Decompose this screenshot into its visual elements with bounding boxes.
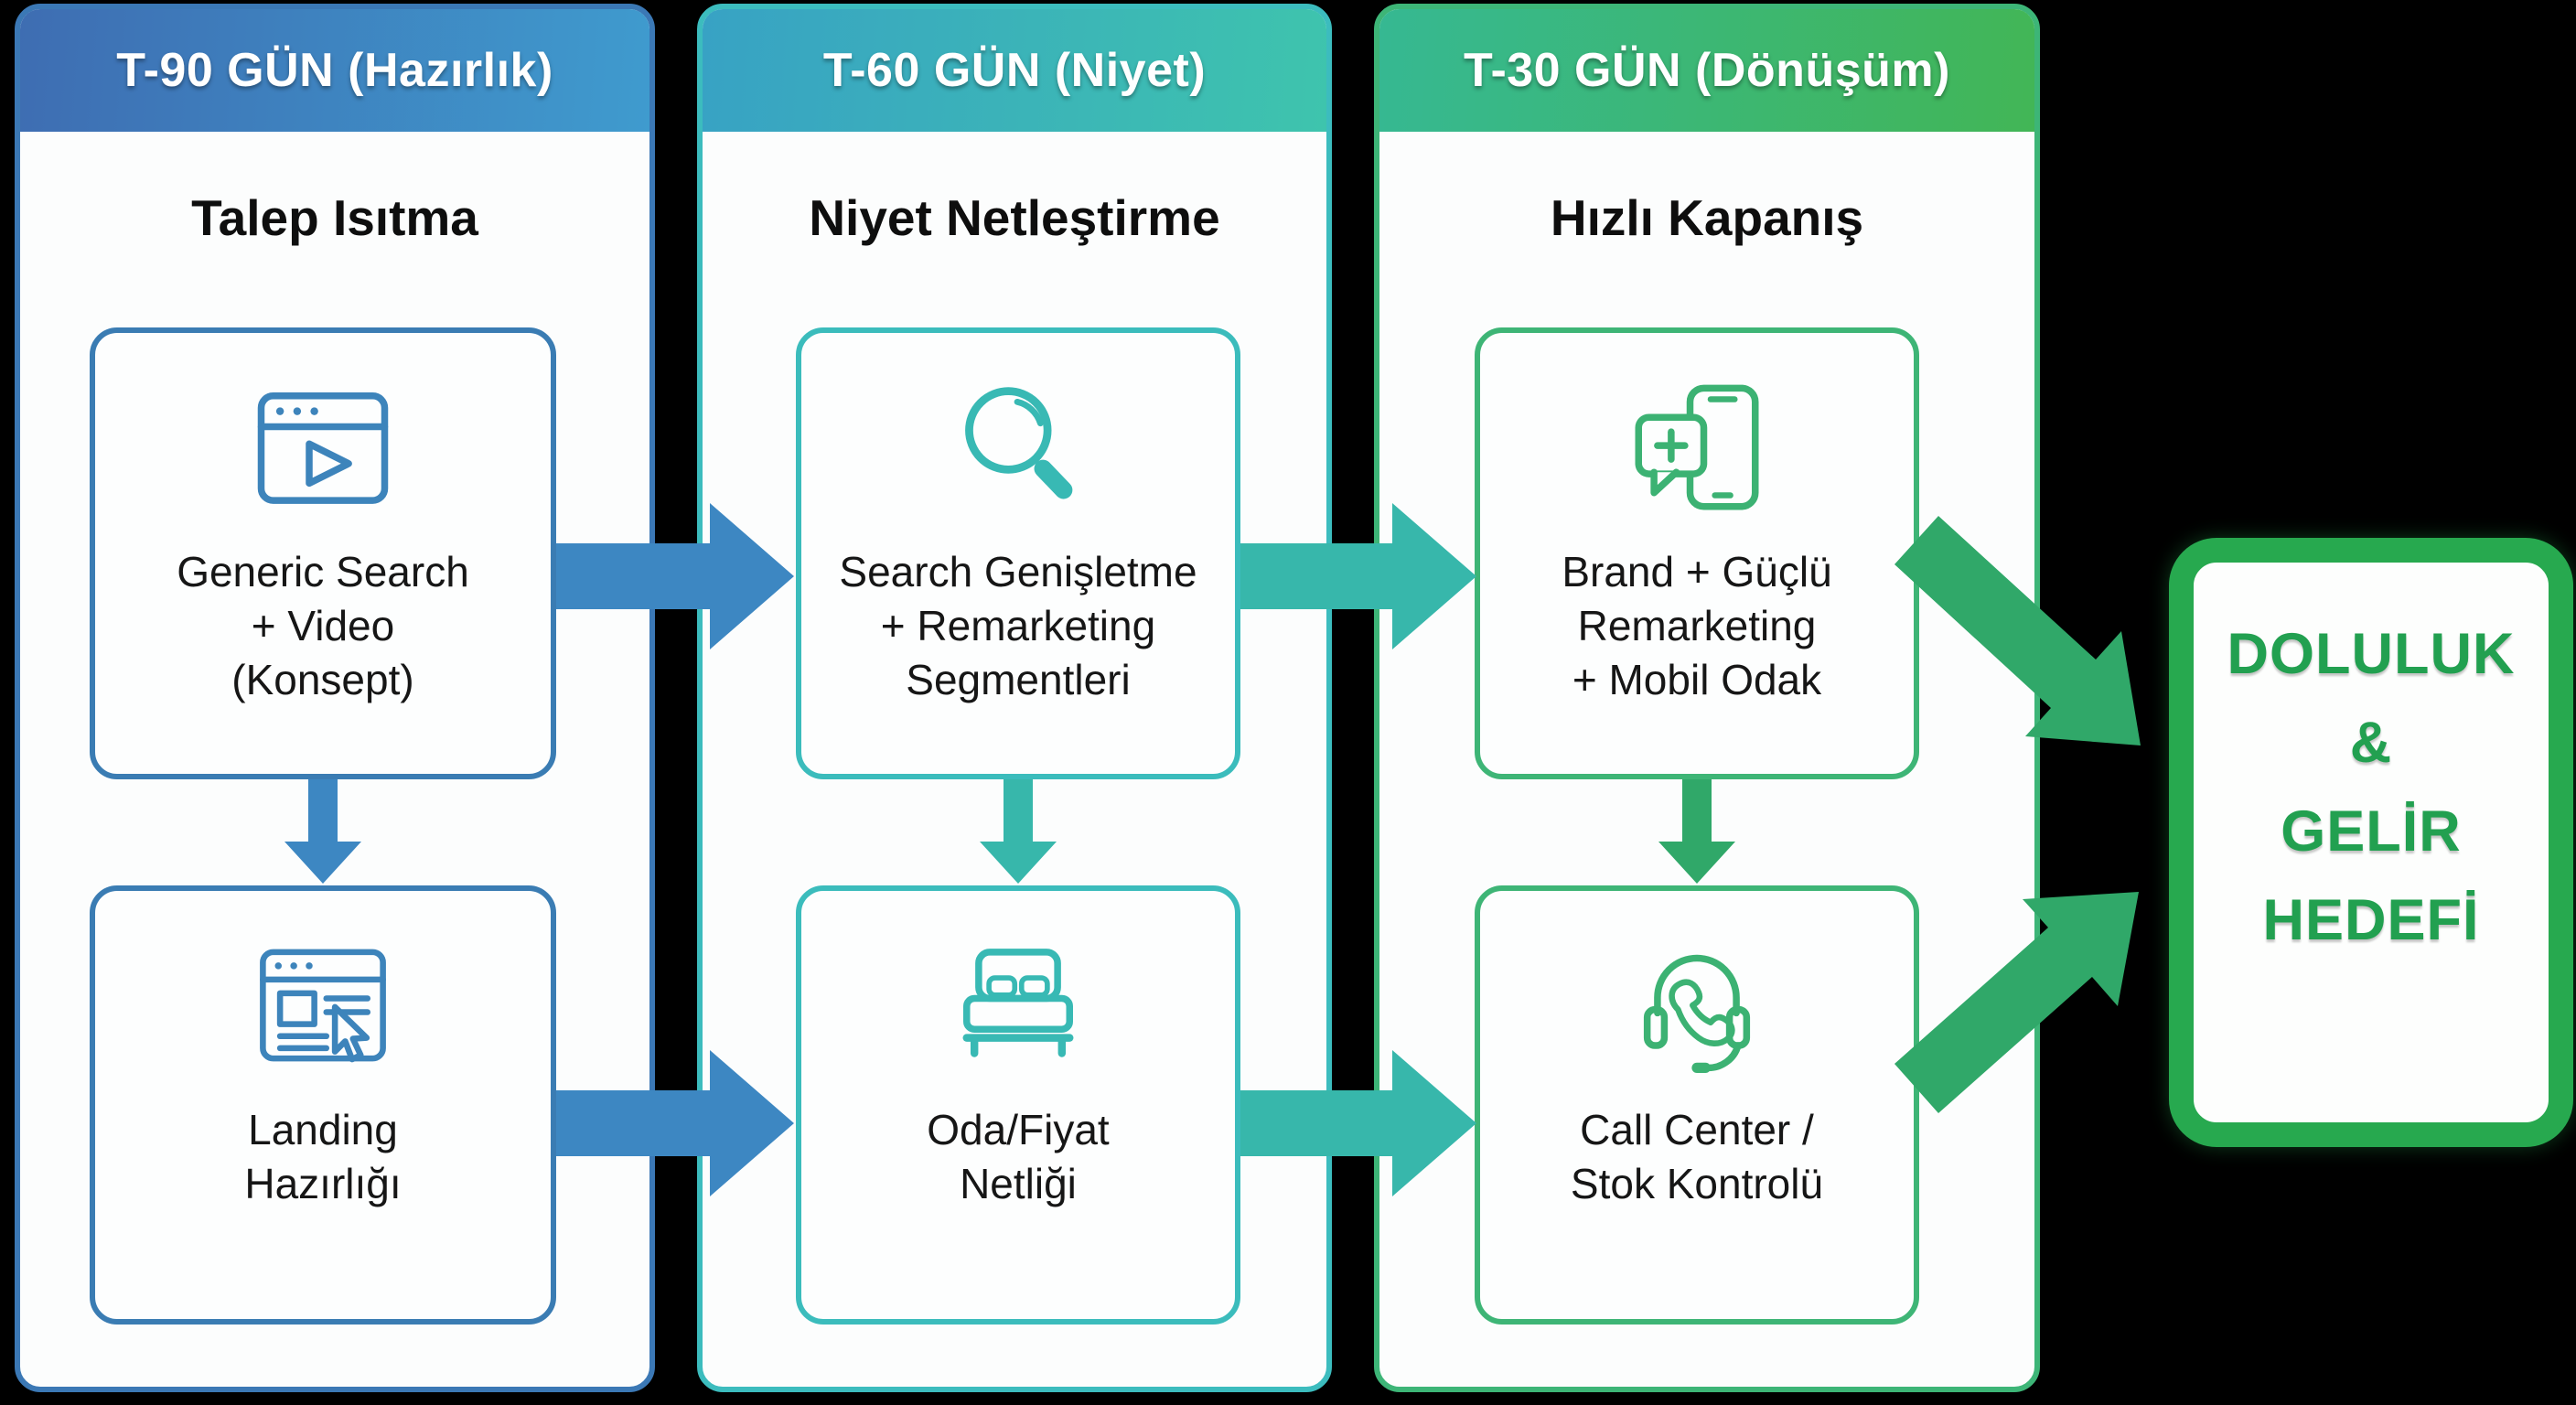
column-t90-header: T-90 GÜN (Hazırlık)	[20, 9, 649, 132]
box-generic-search-video: Generic Search + Video (Konsept)	[90, 327, 556, 779]
goal-box: DOLULUK & GELİR HEDEFİ	[2169, 538, 2573, 1147]
column-t30: T-30 GÜN (Dönüşüm) Hızlı Kapanış Brand +…	[1374, 4, 2040, 1392]
goal-line: DOLULUK	[2227, 622, 2516, 686]
bed-icon	[950, 944, 1087, 1067]
box-brand-remarketing: Brand + Güçlü Remarketing + Mobil Odak	[1475, 327, 1919, 779]
column-t60: T-60 GÜN (Niyet) Niyet Netleştirme Searc…	[697, 4, 1332, 1392]
box-label: Search Genişletme + Remarketing Segmentl…	[839, 548, 1197, 703]
column-t30-header: T-30 GÜN (Dönüşüm)	[1379, 9, 2034, 132]
landing-page-icon	[254, 944, 392, 1067]
box-oda-fiyat: Oda/Fiyat Netliği	[796, 885, 1240, 1325]
goal-line: &	[2349, 711, 2393, 775]
mobile-remarketing-icon	[1628, 384, 1766, 510]
column-t60-header-label: T-60 GÜN (Niyet)	[822, 44, 1207, 97]
video-ad-icon	[254, 386, 392, 509]
box-label: Landing Hazırlığı	[244, 1106, 402, 1207]
column-t90-subtitle: Talep Isıtma	[191, 189, 478, 246]
column-t90: T-90 GÜN (Hazırlık) Talep Isıtma Generic…	[15, 4, 655, 1392]
box-landing-hazirligi: Landing Hazırlığı	[90, 885, 556, 1325]
column-t30-header-label: T-30 GÜN (Dönüşüm)	[1464, 44, 1950, 97]
box-call-center: Call Center / Stok Kontrolü	[1475, 885, 1919, 1325]
column-t60-subtitle: Niyet Netleştirme	[809, 189, 1220, 246]
box-search-genisletme: Search Genişletme + Remarketing Segmentl…	[796, 327, 1240, 779]
column-t30-subtitle: Hızlı Kapanış	[1550, 189, 1864, 246]
call-center-icon	[1628, 944, 1766, 1073]
box-label: Generic Search + Video (Konsept)	[177, 548, 469, 703]
goal-line: HEDEFİ	[2262, 888, 2480, 952]
column-t90-header-label: T-90 GÜN (Hazırlık)	[116, 44, 553, 97]
search-icon	[951, 386, 1085, 509]
box-label: Brand + Güçlü Remarketing + Mobil Odak	[1562, 548, 1832, 703]
goal-line: GELİR	[2281, 799, 2462, 863]
column-t60-header: T-60 GÜN (Niyet)	[703, 9, 1326, 132]
box-label: Oda/Fiyat Netliği	[927, 1106, 1110, 1207]
box-label: Call Center / Stok Kontrolü	[1570, 1106, 1824, 1207]
